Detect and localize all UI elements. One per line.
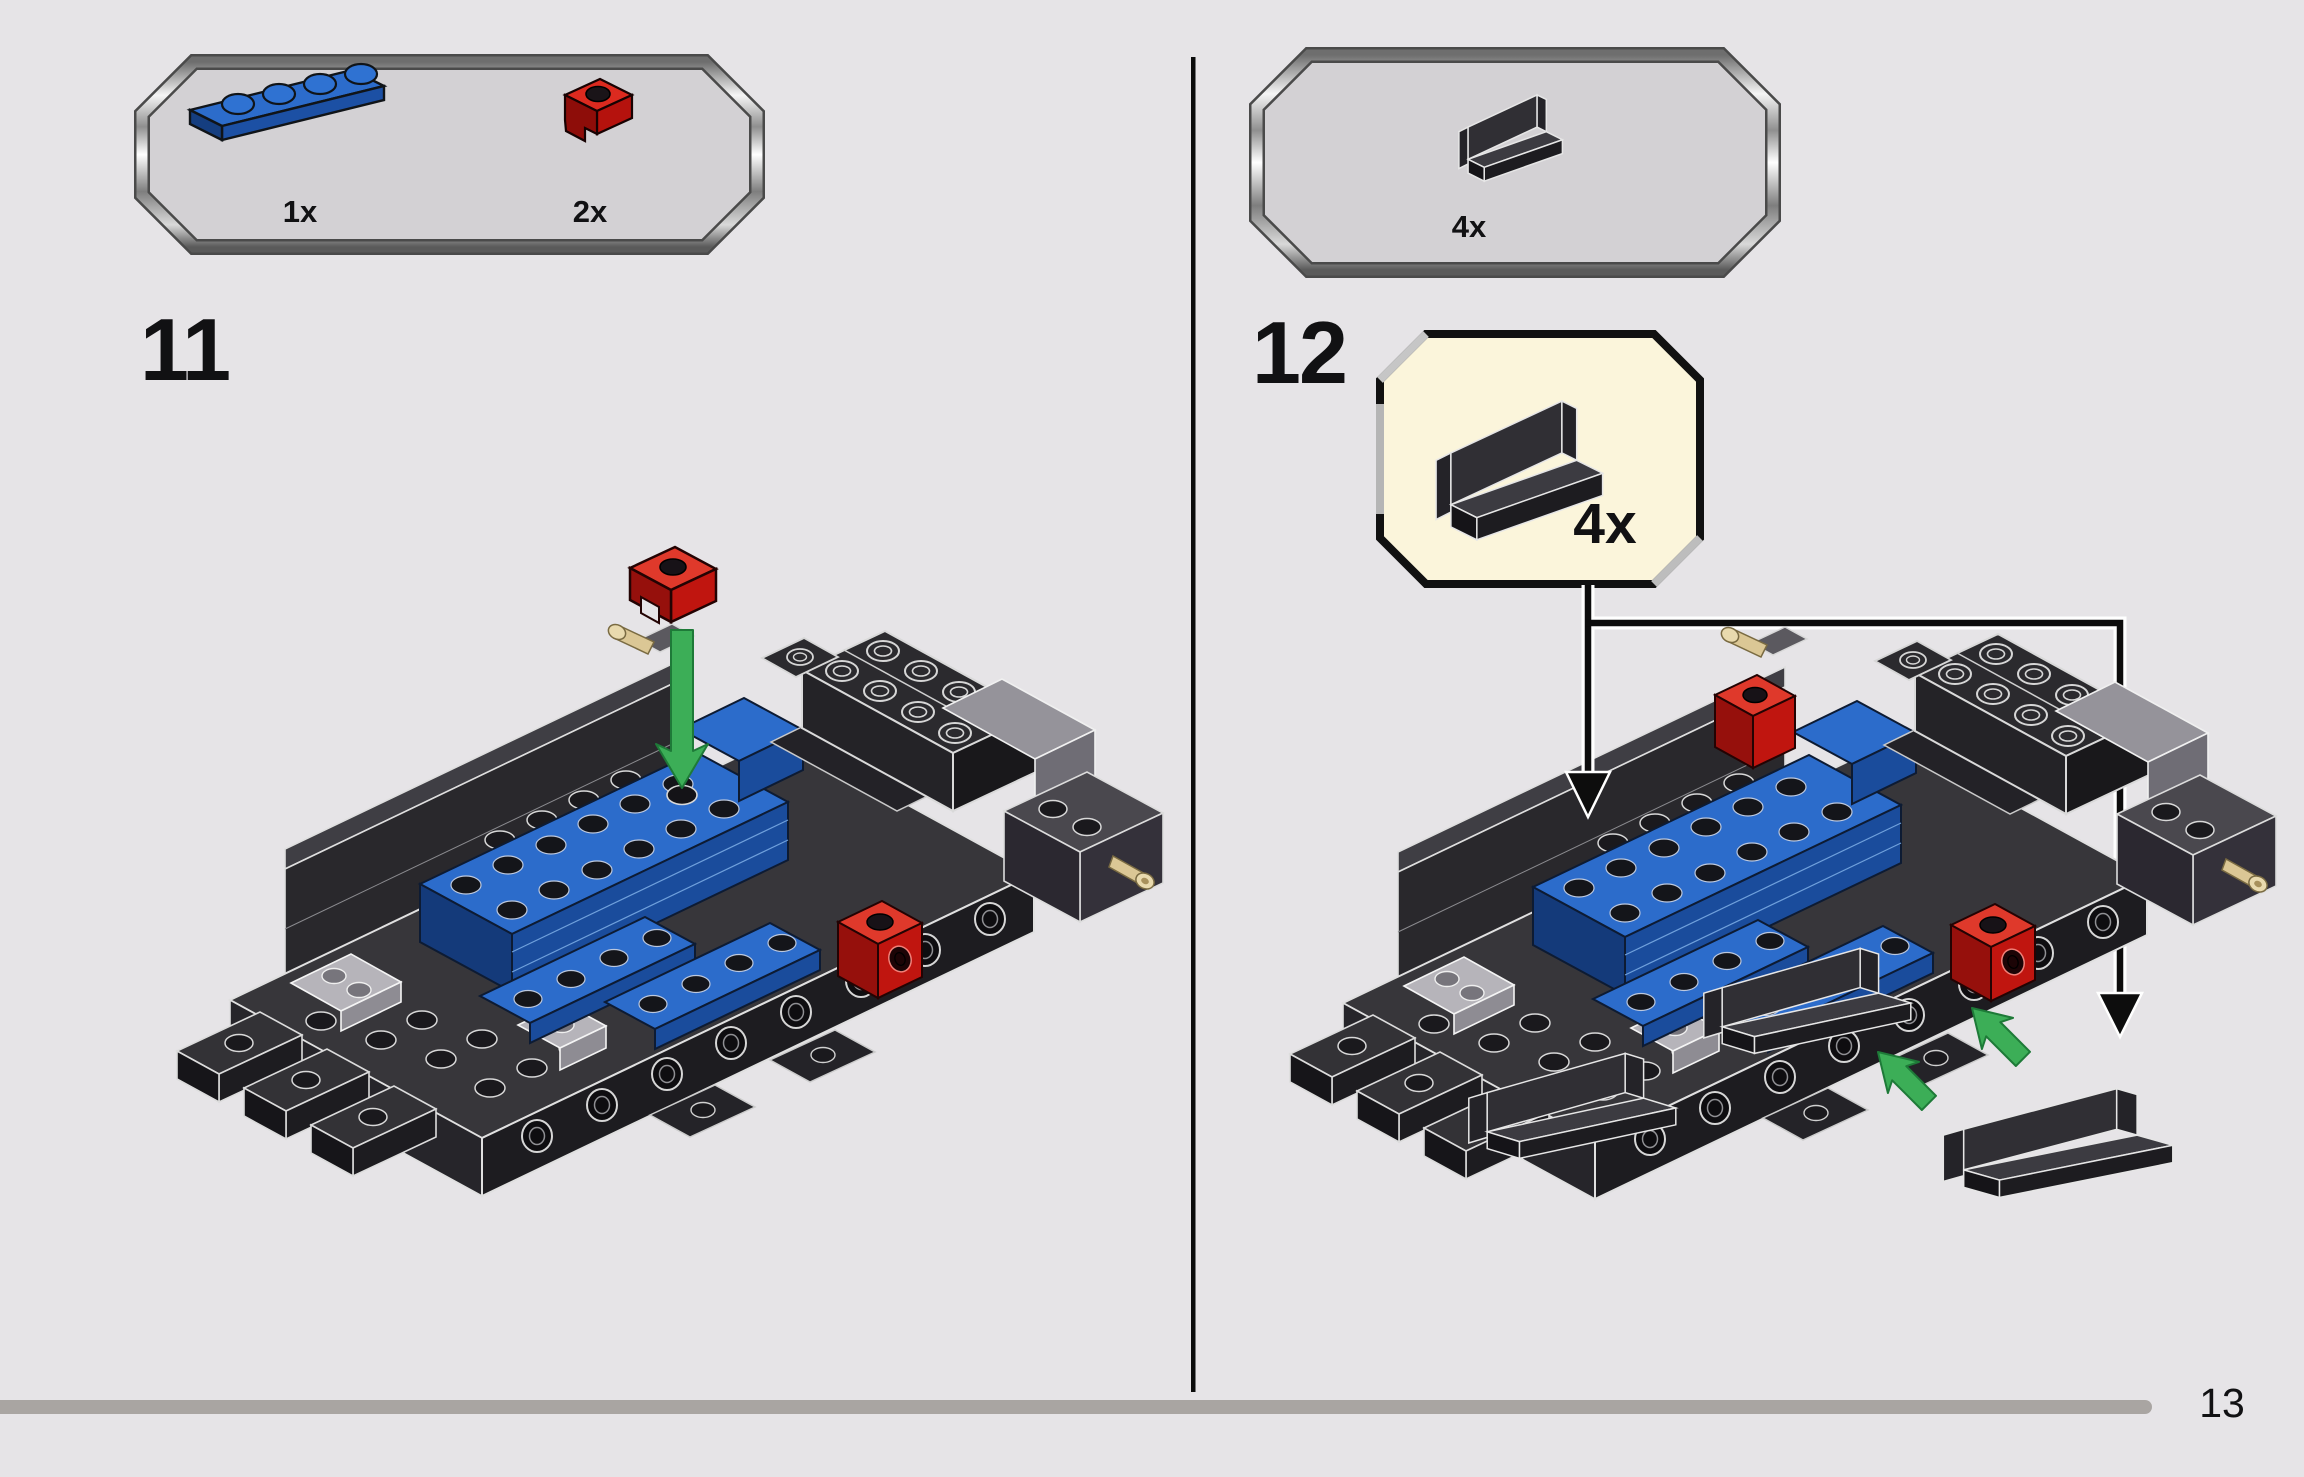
step-number-11: 11 (140, 300, 229, 399)
attached-red-bracket (1712, 673, 1798, 770)
count-blue-plate: 1x (283, 194, 318, 229)
parts-box-step-12: 4x (1249, 47, 1781, 278)
callout-count: 4x (1573, 492, 1637, 556)
progress-bar (0, 1400, 2152, 1414)
parts-box-step-11: 1x 2x (134, 54, 765, 255)
callout-arrowheads (1563, 740, 2145, 1040)
step-11-panel: 1x 2x 11 (134, 54, 1164, 1197)
step-number-12: 12 (1252, 303, 1346, 402)
floating-black-panel (1941, 1086, 2175, 1200)
part-blue-plate-1x4 (186, 62, 388, 142)
section-divider (1191, 57, 1196, 1392)
callout-box: 4x (1376, 330, 1704, 588)
floating-red-bracket (627, 545, 719, 625)
count-black-panel: 4x (1452, 209, 1487, 244)
placement-guide-step-11 (627, 545, 719, 806)
page-number: 13 (2199, 1380, 2245, 1426)
step-12-panel: 4x 12 4x (1249, 47, 2277, 1200)
count-red-bracket: 2x (573, 194, 608, 229)
part-red-bracket (562, 77, 635, 143)
